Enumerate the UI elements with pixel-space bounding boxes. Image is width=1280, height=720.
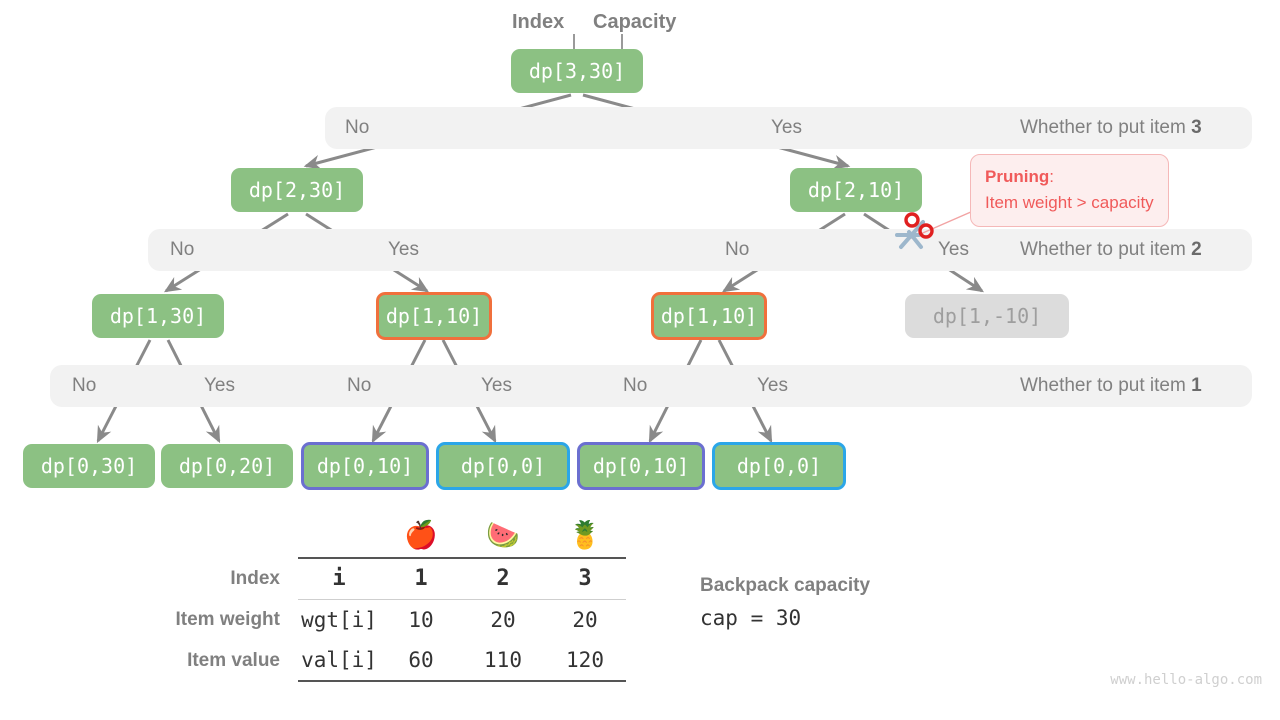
table-row-value: Item value val[i] 60 110 120: [140, 640, 626, 682]
band2-question-text: Whether to put item: [1020, 239, 1192, 260]
row-label-value: Item value: [187, 649, 280, 671]
apple-icon: 🍎: [404, 520, 438, 551]
capacity-block: Backpack capacity cap = 30: [700, 575, 870, 630]
watermelon-icon: 🍉: [486, 520, 520, 551]
band2-choice-no-1: No: [170, 239, 195, 260]
pruning-title: Pruning: [985, 167, 1050, 186]
band3-choice-no: No: [345, 117, 370, 138]
band1-choice-no-2: No: [347, 375, 372, 396]
weight-value-2: 20: [490, 607, 516, 632]
band2-question: Whether to put item 2: [1020, 229, 1202, 271]
emoji-col-spacer: [298, 515, 380, 558]
tree-leaf-dp-0-0-a[interactable]: dp[0,0]: [436, 442, 570, 490]
pruning-callout: Pruning: Item weight > capacity: [970, 154, 1169, 227]
band2-choice-yes-1: Yes: [388, 239, 419, 260]
capacity-value: cap = 30: [700, 606, 802, 630]
decision-band-item-1: [50, 365, 1252, 407]
emoji-row-spacer: [140, 515, 298, 558]
capacity-pointer-label: Capacity: [593, 11, 677, 33]
tree-node-dp-1-neg10-pruned[interactable]: dp[1,-10]: [905, 294, 1069, 338]
band1-choice-no-1: No: [72, 375, 97, 396]
band1-question-item: 1: [1191, 375, 1202, 396]
pruning-title-line: Pruning:: [985, 164, 1154, 190]
index-value-2: 2: [462, 557, 544, 600]
table-row-weight: Item weight wgt[i] 10 20 20: [140, 599, 626, 640]
band1-choice-yes-3: Yes: [757, 375, 788, 396]
row-label-index: Index: [230, 567, 280, 589]
value-value-1: 60: [380, 640, 462, 682]
index-value-1: 1: [380, 557, 462, 600]
band1-question: Whether to put item 1: [1020, 365, 1202, 407]
band1-choice-yes-1: Yes: [204, 375, 235, 396]
tree-node-dp-2-10[interactable]: dp[2,10]: [790, 168, 922, 212]
decision-band-item-2: [148, 229, 1252, 271]
pineapple-icon: 🍍: [568, 520, 602, 551]
tree-node-dp-2-30[interactable]: dp[2,30]: [231, 168, 363, 212]
table-row-index: Index i 1 2 3: [140, 557, 626, 600]
index-value-3: 3: [544, 557, 626, 600]
table-emoji-row: 🍎 🍉 🍍: [140, 515, 626, 558]
band2-question-item: 2: [1191, 239, 1202, 260]
value-value-3: 120: [544, 640, 626, 682]
tree-node-dp-1-30[interactable]: dp[1,30]: [92, 294, 224, 338]
value-key: val[i]: [298, 640, 380, 682]
tree-leaf-dp-0-20[interactable]: dp[0,20]: [161, 444, 293, 488]
band1-choice-yes-2: Yes: [481, 375, 512, 396]
band1-choice-no-3: No: [623, 375, 648, 396]
tree-leaf-dp-0-0-b[interactable]: dp[0,0]: [712, 442, 846, 490]
weight-key: wgt[i]: [301, 607, 377, 632]
index-pointer-label: Index: [512, 11, 565, 33]
tree-leaf-dp-0-10-a[interactable]: dp[0,10]: [301, 442, 429, 490]
weight-value-3: 20: [572, 607, 598, 632]
scissors-icon: [895, 212, 934, 249]
weight-value-1: 10: [408, 607, 434, 632]
index-key: i: [298, 557, 380, 600]
band3-question: Whether to put item 3: [1020, 107, 1202, 149]
band2-choice-no-2: No: [725, 239, 750, 260]
tree-node-dp-3-30[interactable]: dp[3,30]: [511, 49, 643, 93]
items-table: 🍎 🍉 🍍 Index i 1 2 3 Item weight wgt[i] 1…: [140, 515, 626, 682]
pruning-reason: Item weight > capacity: [985, 193, 1154, 212]
band3-question-item: 3: [1191, 117, 1202, 138]
row-label-weight: Item weight: [175, 608, 280, 630]
band2-choice-yes-2: Yes: [938, 239, 969, 260]
capacity-title: Backpack capacity: [700, 575, 871, 596]
band1-question-text: Whether to put item: [1020, 375, 1192, 396]
pruning-colon: :: [1049, 167, 1054, 186]
band3-question-text: Whether to put item: [1020, 117, 1192, 138]
tree-node-dp-1-10-left[interactable]: dp[1,10]: [376, 292, 492, 340]
tree-leaf-dp-0-10-b[interactable]: dp[0,10]: [577, 442, 705, 490]
tree-node-dp-1-10-right[interactable]: dp[1,10]: [651, 292, 767, 340]
watermark: www.hello-algo.com: [1110, 672, 1262, 688]
band3-choice-yes: Yes: [771, 117, 802, 138]
value-value-2: 110: [462, 640, 544, 682]
tree-leaf-dp-0-30[interactable]: dp[0,30]: [23, 444, 155, 488]
decision-band-item-3: [325, 107, 1252, 149]
